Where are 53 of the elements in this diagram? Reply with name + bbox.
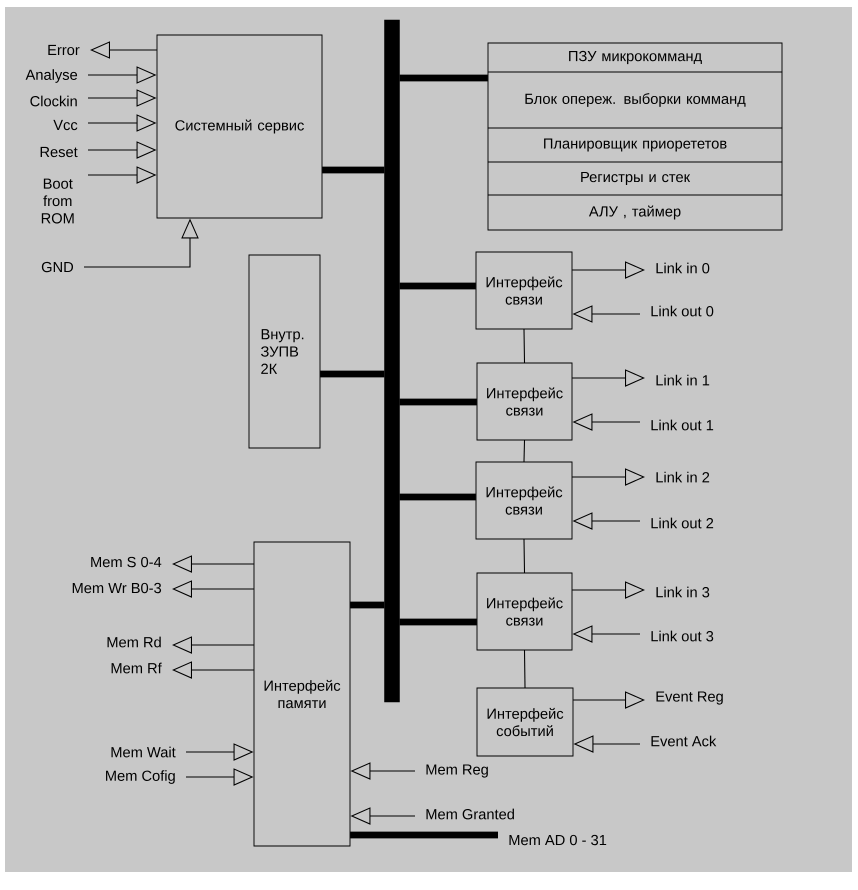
bus-line bbox=[400, 282, 476, 290]
function-block: Планировщик приорететов bbox=[488, 128, 782, 162]
signal-label: Mem Rd bbox=[108, 636, 161, 648]
signal-label: Error bbox=[48, 44, 80, 56]
signal-label: Link out 2 bbox=[651, 518, 714, 528]
signal-label: Link in 0 bbox=[656, 262, 710, 274]
function-block: Интерфейс связи bbox=[476, 462, 572, 540]
function-block: ПЗУ микрокомманд bbox=[488, 42, 782, 72]
signal-label: GND bbox=[42, 262, 74, 272]
signal-label: Mem AD 0 - 31 bbox=[509, 834, 606, 846]
function-block: Внутр. ЗУПВ 2К bbox=[248, 254, 320, 448]
function-block: Интерфейс событий bbox=[476, 688, 574, 756]
signal-label: Link in 1 bbox=[656, 374, 710, 386]
bus-line bbox=[400, 74, 488, 82]
signal-label: Reset bbox=[40, 146, 78, 158]
signal-label: Boot from ROM bbox=[42, 178, 74, 224]
signal-label: Vcc bbox=[53, 120, 78, 130]
bus-line bbox=[400, 618, 477, 626]
signal-label: Mem Wr B0-3 bbox=[72, 582, 162, 594]
connector-line bbox=[523, 539, 526, 573]
signal-label: Link out 1 bbox=[651, 420, 714, 430]
signal-label: Link in 2 bbox=[656, 472, 710, 482]
connector-line bbox=[524, 650, 526, 688]
signal-label: Mem Rf bbox=[112, 662, 162, 674]
signal-label: Link out 0 bbox=[651, 306, 714, 316]
bus-line bbox=[350, 832, 498, 838]
bus-line bbox=[322, 166, 384, 174]
bus-bar bbox=[384, 20, 400, 702]
function-block: Блок опереж. выборки комманд bbox=[488, 72, 782, 128]
function-block: Системный сервис bbox=[156, 34, 322, 218]
signal-label: Mem Reg bbox=[426, 764, 488, 778]
signal-label: Event Ack bbox=[651, 736, 716, 746]
function-block: Интерфейс связи bbox=[476, 252, 572, 330]
bus-line bbox=[350, 602, 384, 608]
function-block: Интерфейс памяти bbox=[254, 542, 350, 846]
signal-label: Event Reg bbox=[656, 691, 723, 705]
bus-line bbox=[320, 370, 384, 378]
function-block: АЛУ , таймер bbox=[488, 194, 782, 230]
bus-line bbox=[400, 494, 476, 500]
signal-label: Link out 3 bbox=[651, 630, 714, 642]
signal-label: Mem Cofig bbox=[106, 770, 175, 784]
function-block: Интерфейс связи bbox=[476, 572, 572, 650]
signal-label: Mem Wait bbox=[112, 746, 176, 758]
signal-label: Mem Granted bbox=[426, 808, 514, 820]
signal-label: Link in 3 bbox=[656, 586, 710, 598]
function-block: Регистры и стек bbox=[488, 162, 782, 196]
connector-line bbox=[523, 440, 526, 462]
function-block: Интерфейс связи bbox=[476, 362, 572, 440]
signal-label: Analyse bbox=[26, 69, 78, 83]
bus-line bbox=[400, 398, 477, 406]
connector-line bbox=[523, 329, 526, 363]
signal-label: Clockin bbox=[30, 96, 77, 106]
signal-label: Mem S 0-4 bbox=[91, 556, 162, 568]
